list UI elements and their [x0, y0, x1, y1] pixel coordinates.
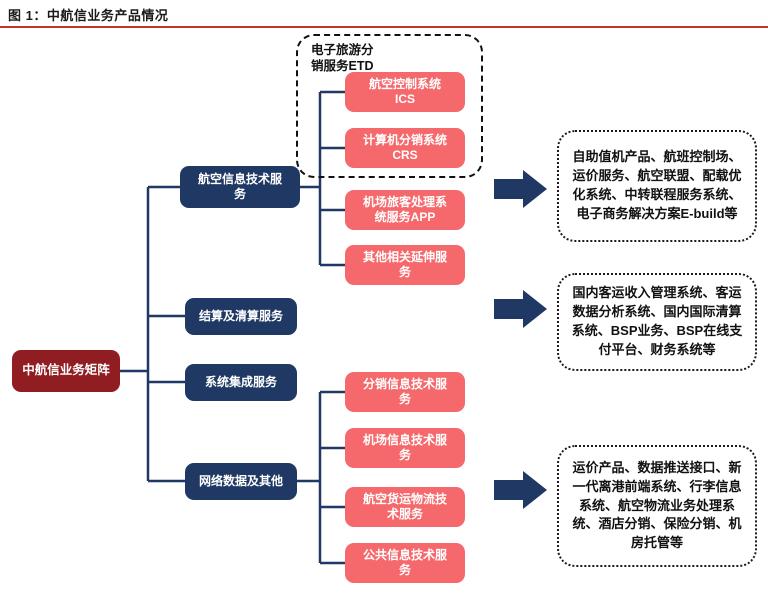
node-airport-it: 机场信息技术服务	[345, 428, 465, 468]
category-node-settlement: 结算及清算服务	[185, 298, 297, 335]
category-node-aviation-it: 航空信息技术服务	[180, 166, 300, 208]
figure-title: 图 1：中航信业务产品情况	[8, 8, 169, 23]
flow-arrow-1	[494, 170, 547, 208]
node-other-extension: 其他相关延伸服务	[345, 245, 465, 285]
etd-group-box: 电子旅游分 销服务ETD	[296, 34, 483, 178]
root-node: 中航信业务矩阵	[12, 350, 120, 392]
output-box-aviation-it: 自助值机产品、航班控制场、运价服务、航空联盟、配载优化系统、中转联程服务系统、电…	[557, 130, 757, 242]
category-node-network-data: 网络数据及其他	[185, 463, 297, 500]
output-box-settlement: 国内客运收入管理系统、客运数据分析系统、国内国际清算系统、BSP业务、BSP在线…	[557, 273, 757, 371]
node-public-it: 公共信息技术服务	[345, 543, 465, 583]
category-node-system-integration: 系统集成服务	[185, 364, 297, 401]
title-rule	[0, 26, 768, 28]
node-ics: 航空控制系统 ICS	[345, 72, 465, 112]
etd-group-label: 电子旅游分 销服务ETD	[311, 43, 374, 74]
node-crs: 计算机分销系统 CRS	[345, 128, 465, 168]
flow-arrow-2	[494, 290, 547, 328]
output-box-network-data: 运价产品、数据推送接口、新一代离港前端系统、行李信息系统、航空物流业务处理系统、…	[557, 445, 757, 567]
node-airport-app: 机场旅客处理系统服务APP	[345, 190, 465, 230]
node-distribution-it: 分销信息技术服务	[345, 372, 465, 412]
node-cargo-logistics: 航空货运物流技术服务	[345, 487, 465, 527]
connector-lines	[118, 90, 345, 565]
flow-arrows	[494, 170, 547, 509]
flow-arrow-3	[494, 471, 547, 509]
